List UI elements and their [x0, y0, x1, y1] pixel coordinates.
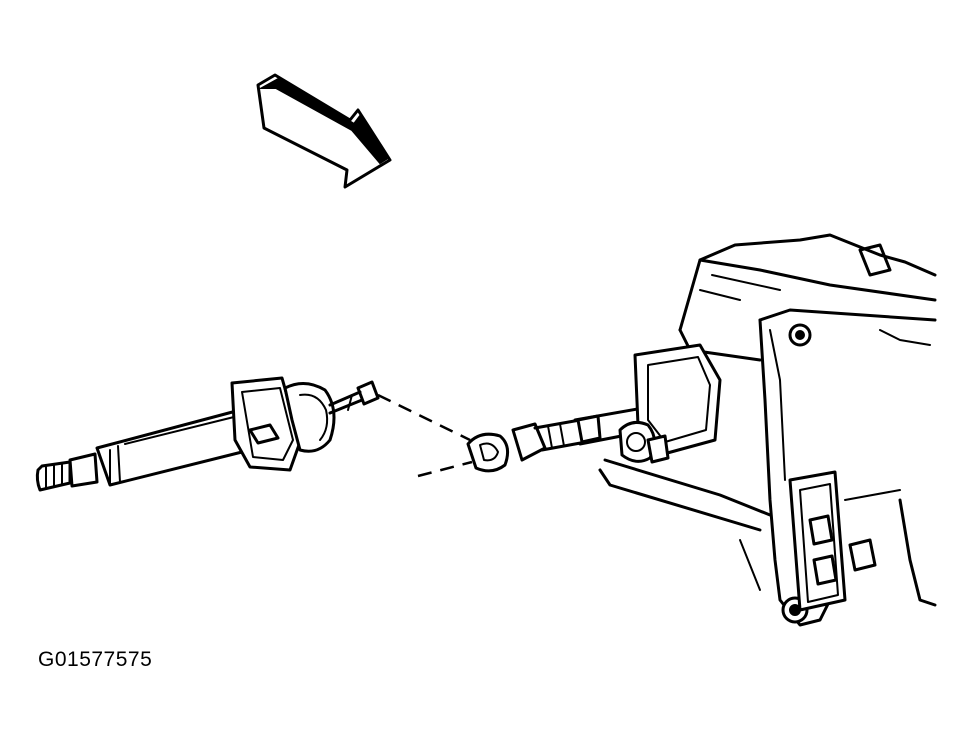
actuator-cylinder-assembly — [35, 376, 380, 492]
transmission-housing — [598, 233, 937, 627]
figure-id-label: G01577575 — [38, 648, 153, 671]
direction-arrow — [256, 73, 392, 189]
clevis-pivot-parts — [466, 418, 588, 473]
alignment-lines — [377, 393, 473, 478]
